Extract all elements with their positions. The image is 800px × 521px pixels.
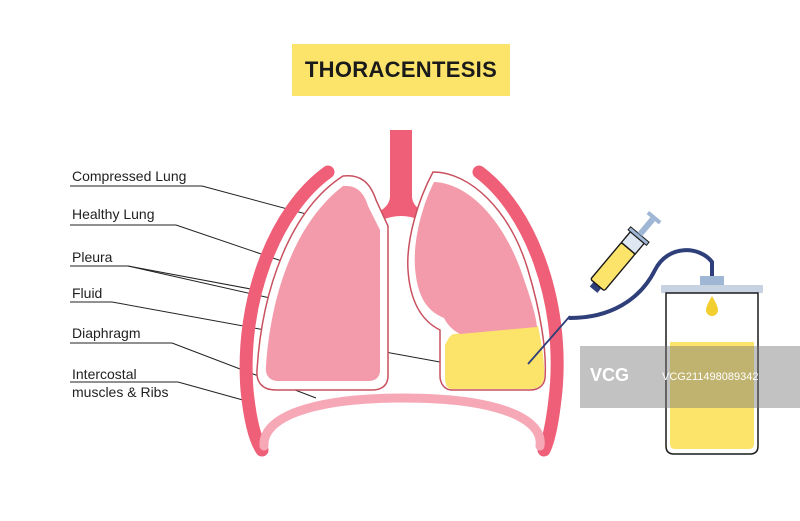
drain-tube — [568, 248, 714, 320]
trachea — [378, 130, 424, 220]
label-compressed-lung: Compressed Lung — [72, 168, 187, 184]
leader-pleura-a — [127, 265, 257, 291]
label-intercostal-line2: muscles & Ribs — [72, 384, 169, 400]
label-pleura: Pleura — [72, 249, 113, 265]
left-lung — [265, 185, 380, 381]
label-intercostal-line1: Intercostal — [72, 366, 137, 382]
title-banner: THORACENTESIS — [292, 44, 510, 96]
leader-intercostal-diag — [177, 381, 251, 403]
page-title: THORACENTESIS — [304, 57, 498, 82]
diaphragm — [259, 393, 545, 451]
fluid-drop-icon — [706, 296, 718, 316]
label-fluid: Fluid — [72, 285, 103, 301]
syringe — [589, 210, 662, 293]
label-diaphragm: Diaphragm — [72, 325, 141, 341]
right-compressed-lung — [414, 182, 537, 334]
left-rib-arc — [239, 165, 335, 457]
needle — [527, 315, 571, 365]
watermark-band — [580, 346, 800, 408]
drainage-bag — [661, 276, 763, 455]
watermark-id: VCG211498089342 — [662, 371, 759, 383]
pleural-fluid — [445, 326, 545, 389]
label-healthy-lung: Healthy Lung — [72, 206, 155, 222]
right-rib-arc — [472, 165, 564, 457]
leader-pleura-b — [127, 265, 271, 299]
watermark-logo: VCG — [590, 365, 630, 385]
